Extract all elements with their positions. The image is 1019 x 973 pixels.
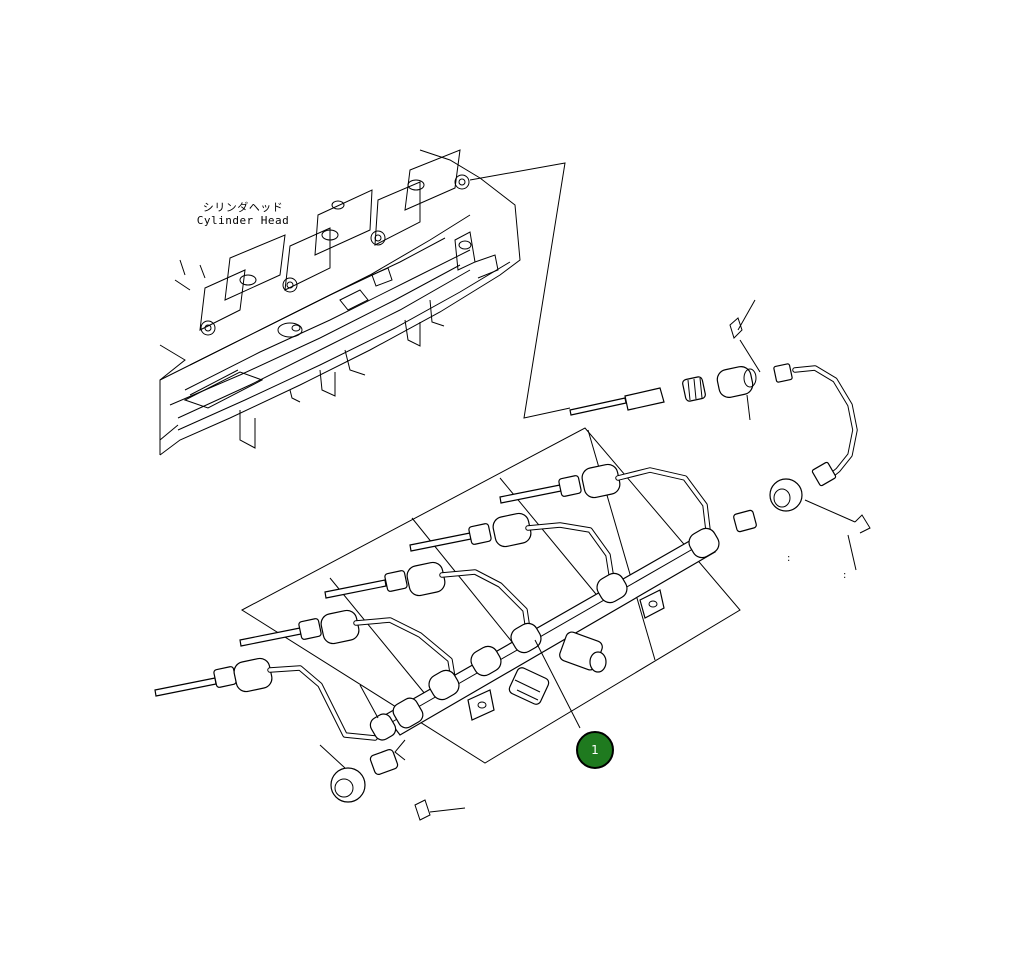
tick-mark: :	[843, 570, 847, 581]
cylinder-head-label-jp: シリンダヘッド	[202, 201, 284, 214]
cylinder-head-label-en: Cylinder Head	[196, 214, 290, 227]
part-callout-number: 1	[591, 743, 599, 757]
exploded-injector-assembly	[569, 299, 871, 571]
detail-leader-lines	[469, 162, 571, 419]
part-callout-badge[interactable]: 1	[576, 731, 614, 769]
cylinder-head-drawing	[159, 149, 521, 456]
tick-mark: :	[787, 553, 791, 564]
fuel-rail-assembly	[154, 427, 741, 821]
